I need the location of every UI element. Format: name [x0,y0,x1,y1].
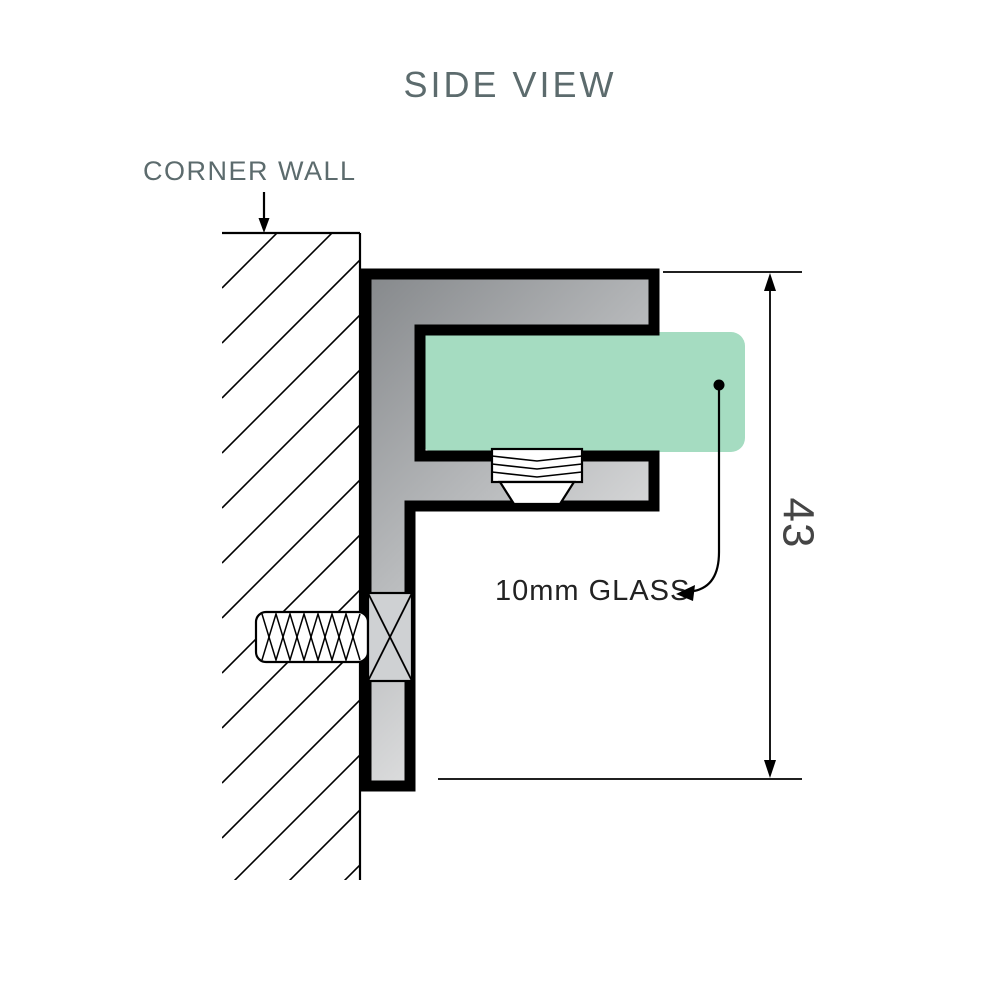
glass-leader-line [676,379,725,601]
mounting-screw [254,591,414,683]
hatch-line [222,233,334,344]
hatch-line [233,754,360,880]
corner-wall-arrow-icon [258,192,270,233]
dimension-arrowhead-down-icon [764,760,776,778]
wall [222,231,362,880]
hatch-line [222,479,360,619]
hatch-line [222,259,360,399]
dimension-value: 43 [773,498,822,549]
mounting-screw-threads [261,611,361,663]
diagram-title: SIDE VIEW [403,64,616,105]
wall-bracket [360,268,660,792]
hatch-line [222,369,360,509]
corner-wall-arrowhead-icon [258,218,270,233]
mounting-screw-shaft [254,610,370,664]
leader-arrowhead-icon [676,585,695,601]
hatch-line [222,699,360,839]
hatch-line [222,644,360,784]
hatch-line [222,233,279,289]
glass-panel [420,332,745,452]
hatch-line [222,314,360,454]
dimension-43: 43 [438,271,822,780]
mounting-screw-head-line [367,592,413,682]
wall-hatching [222,233,360,880]
hatch-line [343,864,360,880]
hatch-line [222,424,360,564]
grub-screw-tip [497,480,577,506]
corner-wall-label: CORNER WALL [143,156,357,186]
hatch-line [288,809,360,880]
glass-callout-label: 10mm GLASS [495,575,690,607]
dimension-arrowhead-up-icon [764,273,776,291]
grub-screw [490,447,584,506]
leader-curve [693,390,721,593]
hatch-line [222,534,360,674]
grub-screw-threads [491,455,583,478]
leader-dot-icon [713,379,725,391]
